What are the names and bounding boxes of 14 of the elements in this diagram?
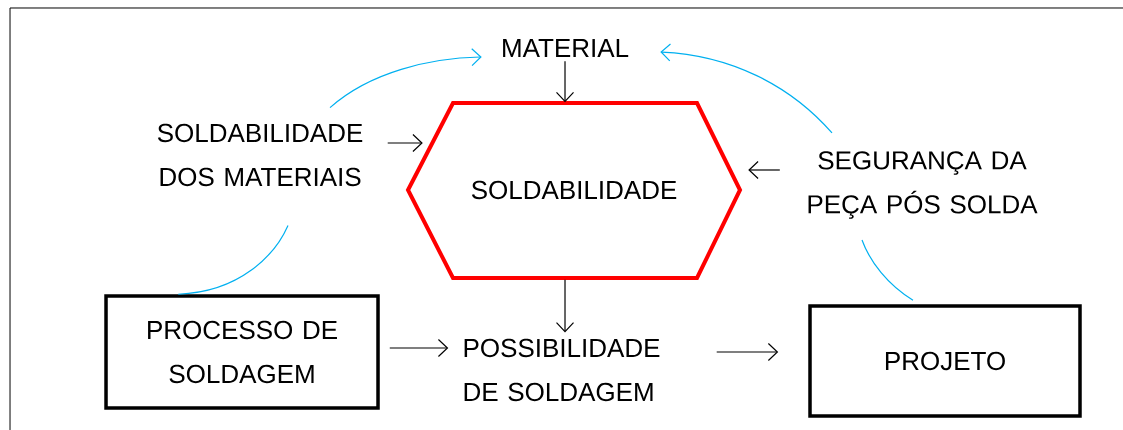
label-text: SOLDABILIDADE DOS MATERIAIS — [157, 123, 363, 187]
arrow — [555, 60, 575, 103]
arrow — [555, 279, 575, 333]
arrow — [716, 342, 779, 362]
arrow — [329, 48, 482, 109]
arrow — [748, 160, 781, 180]
arrow — [660, 43, 833, 134]
label-text: POSSIBILIDADE DE SOLDAGEM — [464, 338, 660, 402]
arrow — [387, 133, 423, 153]
label-text: SEGURANÇA DA PEÇA PÓS SOLDA — [808, 151, 1038, 219]
process-box: PROJETO — [808, 304, 1082, 418]
label-text: MATERIAL — [503, 39, 629, 57]
arrow — [389, 338, 449, 358]
process-box: PROCESSO DE SOLDAGEM — [104, 294, 380, 410]
